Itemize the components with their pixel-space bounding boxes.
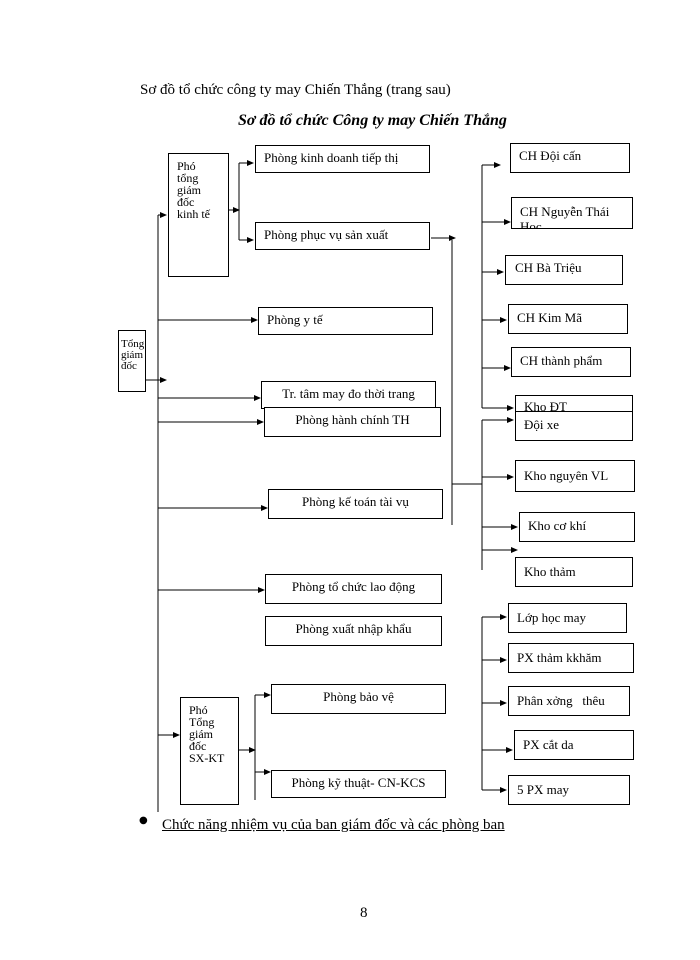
bullet-icon: ● xyxy=(139,815,148,826)
box-pho-tgd-sx-kt: Phó Tổng giám đốc SX-KT xyxy=(180,697,239,805)
box-trung-tam-may-do: Tr. tâm may đo thời trang xyxy=(261,381,436,409)
box-phong-xnk: Phòng xuất nhập khẩu xyxy=(265,616,442,646)
box-phong-to-chuc: Phòng tổ chức lao động xyxy=(265,574,442,604)
box-px-may: 5 PX may xyxy=(508,775,630,805)
box-px-cat-da: PX cắt da xyxy=(514,730,634,760)
box-kho-nguyen-vl: Kho nguyên VL xyxy=(515,460,635,492)
box-phong-bao-ve: Phòng bảo vệ xyxy=(271,684,446,714)
box-phong-ke-toan: Phòng kế toán tài vụ xyxy=(268,489,443,519)
box-ch-doi-can: CH Đội cấn xyxy=(510,143,630,173)
box-kho-tham: Kho thảm xyxy=(515,557,633,587)
box-phong-y-te: Phòng y tế xyxy=(258,307,433,335)
box-kho-dt: Kho ĐT xyxy=(515,395,633,415)
box-ch-nguyen-thai-hoc: CH Nguyễn Thái Học xyxy=(511,197,633,229)
page-number: 8 xyxy=(360,905,368,921)
box-phong-kinh-doanh: Phòng kinh doanh tiếp thị xyxy=(255,145,430,173)
box-lop-hoc-may: Lớp học may xyxy=(508,603,627,633)
box-ch-kim-ma: CH Kim Mã xyxy=(508,304,628,334)
box-doi-xe: Đội xe xyxy=(515,411,633,441)
box-px-tham-khuam: PX thảm kkhăm xyxy=(508,643,634,673)
chart-title: Sơ đồ tổ chức Công ty may Chiến Thắng xyxy=(238,112,507,129)
box-kho-co-khi: Kho cơ khí xyxy=(519,512,635,542)
intro-line: Sơ đồ tổ chức công ty may Chiến Thắng (t… xyxy=(140,82,451,98)
box-ch-ba-trieu: CH Bà Triệu xyxy=(505,255,623,285)
bullet-text: Chức năng nhiệm vụ của ban giám đốc và c… xyxy=(162,817,505,833)
box-pho-tgd-kinh-te: Phó tổng giám đốc kinh tế xyxy=(168,153,229,277)
box-ch-thanh-pham: CH thành phẩm xyxy=(511,347,631,377)
box-phong-hanh-chinh: Phòng hành chính TH xyxy=(264,407,441,437)
box-phong-ky-thuat: Phòng kỹ thuật- CN-KCS xyxy=(271,770,446,798)
box-phan-xuong-theu: Phân xởng thêu xyxy=(508,686,630,716)
box-phong-phuc-vu: Phòng phục vụ sản xuất xyxy=(255,222,430,250)
box-tong-giam-doc: Tổng giám đốc xyxy=(118,330,146,392)
